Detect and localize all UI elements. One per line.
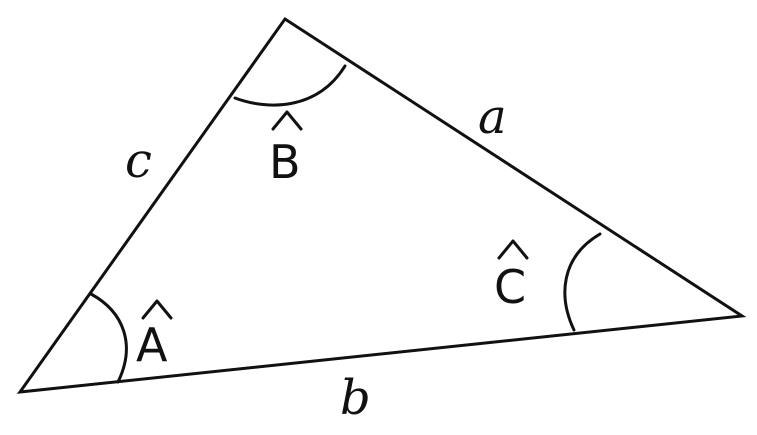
triangle-outline	[16, 16, 747, 394]
angle-arc-c	[563, 232, 602, 332]
angle-arc-b	[233, 64, 347, 107]
angle-arc-a	[89, 292, 128, 384]
side-label-a: a	[478, 89, 507, 145]
angle-hat-b	[271, 110, 303, 131]
angle-label-b: B	[269, 135, 301, 189]
angle-label-c: C	[494, 260, 526, 314]
side-label-c: c	[125, 133, 152, 189]
angle-hat-a	[141, 299, 173, 320]
side-label-b: b	[340, 370, 371, 426]
angle-hat-c	[497, 239, 529, 260]
angle-label-a: A	[136, 318, 168, 372]
